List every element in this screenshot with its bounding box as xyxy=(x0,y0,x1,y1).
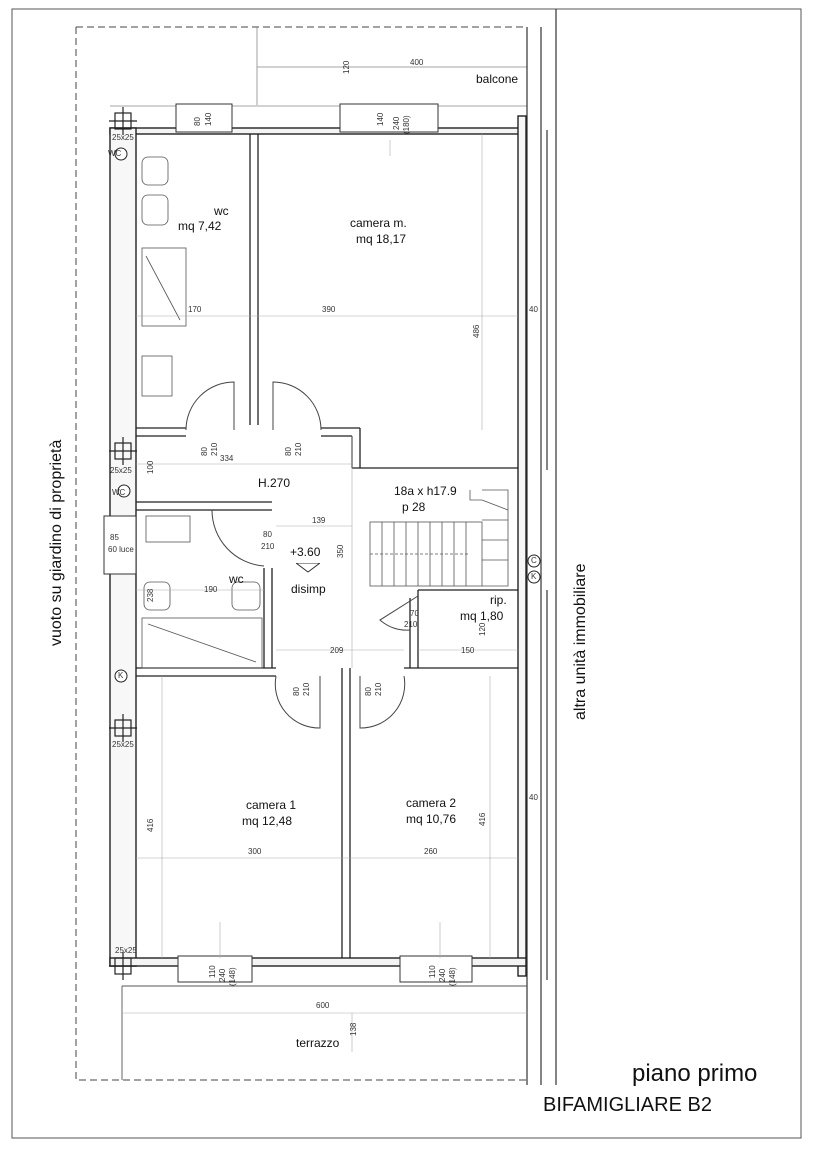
window-top-w80: 80 xyxy=(193,117,202,126)
property-boundary xyxy=(75,26,527,1081)
wc-circle-mid-label: WC xyxy=(112,488,126,497)
dim-100: 100 xyxy=(146,460,155,474)
door-rip-210: 210 xyxy=(404,620,418,629)
door-cam1-210: 210 xyxy=(302,682,311,696)
camera2-name: camera 2 xyxy=(406,796,457,810)
wc-mid-fixtures xyxy=(141,515,263,669)
dim-260: 260 xyxy=(424,847,438,856)
dim-300: 300 xyxy=(248,847,262,856)
side-window xyxy=(103,515,137,575)
dim-120b: 120 xyxy=(478,622,487,636)
rip-area: mq 1,80 xyxy=(460,609,504,623)
camera1-name: camera 1 xyxy=(246,798,297,812)
window-bottom2-w148: (148) xyxy=(448,967,457,986)
terrace-label: terrazzo xyxy=(296,1036,340,1050)
window-top2-w180: (180) xyxy=(402,115,411,134)
wc-top-fixtures xyxy=(141,156,187,397)
left-side-label: vuoto su giardino di proprietà xyxy=(48,439,65,646)
window-bottom-w110: 110 xyxy=(208,965,217,978)
windows-top xyxy=(175,103,439,133)
dim-416b: 416 xyxy=(478,812,487,826)
dim-120: 120 xyxy=(342,60,351,74)
stairs-steps: 18a x h17.9 xyxy=(394,484,457,498)
dim-40a: 40 xyxy=(529,305,538,314)
dim-400: 400 xyxy=(410,58,424,67)
dim-416a: 416 xyxy=(146,818,155,832)
side-window-85: 85 xyxy=(110,533,119,542)
stairs-depth: p 28 xyxy=(402,500,426,514)
drawing-title-building: BIFAMIGLIARE B2 xyxy=(543,1094,712,1116)
rip-name: rip. xyxy=(490,593,507,607)
dimension-lines xyxy=(136,134,518,958)
pillar-mid-label: 25x25 xyxy=(110,466,132,475)
level-marker-icon xyxy=(296,563,320,573)
dim-350: 350 xyxy=(336,544,345,558)
interior-walls xyxy=(136,134,518,958)
door-disimp-80: 80 xyxy=(263,530,272,539)
balcony xyxy=(110,27,527,107)
door-swings xyxy=(185,381,419,729)
door-cam-210: 210 xyxy=(294,442,303,456)
dim-170: 170 xyxy=(188,305,202,314)
door-disimp-210: 210 xyxy=(261,542,275,551)
camera2-area: mq 10,76 xyxy=(406,812,457,826)
stairs xyxy=(369,489,509,587)
dim-190: 190 xyxy=(204,585,218,594)
dim-390: 390 xyxy=(322,305,336,314)
dim-238: 238 xyxy=(146,588,155,602)
pillar-top-label: 25x25 xyxy=(112,133,134,142)
wc-top-name: wc xyxy=(214,204,229,218)
window-bottom-w240: 240 xyxy=(218,968,227,982)
door-wc-210: 210 xyxy=(210,442,219,456)
window-top-w140: 140 xyxy=(204,112,213,126)
dim-139: 139 xyxy=(312,516,326,525)
wc-mid-name: wc xyxy=(229,572,244,586)
pillar-bottom-label: 25x25 xyxy=(115,946,137,955)
window-bottom2-w240: 240 xyxy=(438,968,447,982)
window-bottom2-w110: 110 xyxy=(428,965,437,978)
neighbour-walls xyxy=(526,9,557,1085)
circle-symbols xyxy=(114,147,541,683)
level-label: +3.60 xyxy=(290,545,321,559)
door-cam2-80: 80 xyxy=(364,687,373,696)
dim-40b: 40 xyxy=(529,793,538,802)
dim-150: 150 xyxy=(461,646,475,655)
wc-circle-top-label: WC xyxy=(108,149,122,158)
pillars xyxy=(109,107,137,980)
sheet-border xyxy=(11,8,802,1139)
camera1-area: mq 12,48 xyxy=(242,814,293,828)
door-rip-70: 70 xyxy=(410,609,419,618)
terrace xyxy=(121,985,527,1080)
door-cam2-210: 210 xyxy=(374,682,383,696)
k-symbol-left: K xyxy=(118,671,124,680)
windows-bottom xyxy=(177,955,473,983)
window-bottom-w148: (148) xyxy=(228,967,237,986)
hallway-height: H.270 xyxy=(258,476,291,490)
side-window-60: 60 luce xyxy=(108,545,134,554)
dim-138: 138 xyxy=(349,1022,358,1036)
drawing-title-floor: piano primo xyxy=(632,1060,758,1087)
window-top2-w240: 240 xyxy=(392,116,401,130)
door-cam-80: 80 xyxy=(284,447,293,456)
dim-486: 486 xyxy=(472,324,481,338)
window-top2-w140: 140 xyxy=(376,112,385,126)
camera-m-area: mq 18,17 xyxy=(356,232,407,246)
right-side-label: altra unità immobiliare xyxy=(572,563,589,720)
c-symbol-right: C xyxy=(531,556,537,565)
balcony-label: balcone xyxy=(476,72,519,86)
dim-334: 334 xyxy=(220,454,234,463)
k-symbol-right: K xyxy=(531,572,537,581)
door-wc-80: 80 xyxy=(200,447,209,456)
dim-209: 209 xyxy=(330,646,344,655)
dim-600: 600 xyxy=(316,1001,330,1010)
wc-top-area: mq 7,42 xyxy=(178,219,222,233)
pillar-low-label: 25x25 xyxy=(112,740,134,749)
disimp-label: disimp xyxy=(291,582,326,596)
camera-m-name: camera m. xyxy=(350,216,407,230)
door-cam1-80: 80 xyxy=(292,687,301,696)
